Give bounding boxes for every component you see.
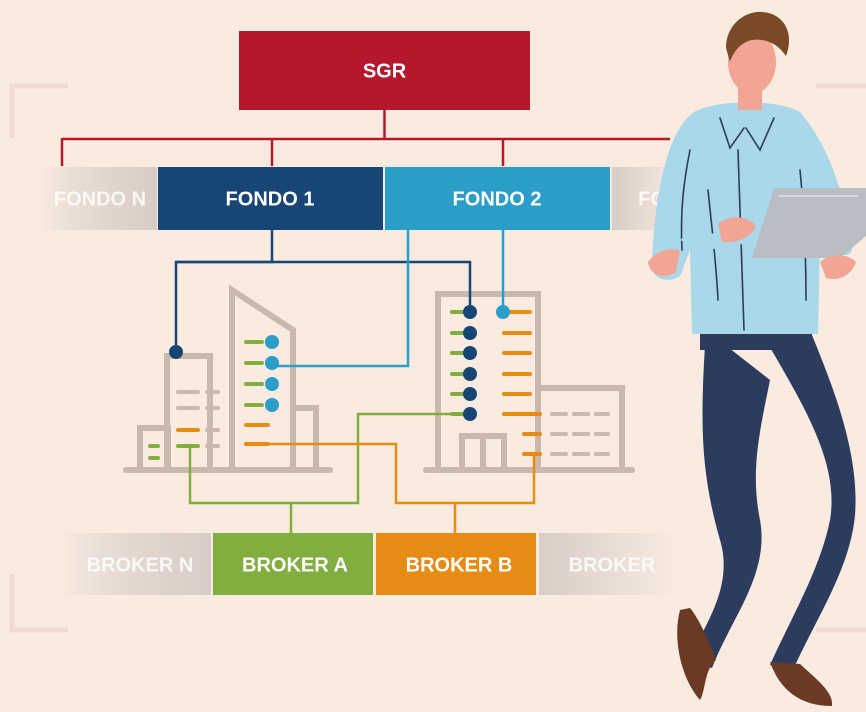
left-hand [718, 217, 756, 243]
fondo-2-box [385, 167, 610, 230]
fondo-1-box [158, 167, 383, 230]
man-with-tablet-illustration [648, 11, 866, 706]
broker-b-connections [268, 442, 536, 533]
broker-a-connections [188, 412, 462, 533]
broker-a-box [213, 533, 373, 595]
fondo-row: FONDO N FONDO 1 FONDO 2 FO [40, 167, 682, 230]
fondo-2-connections [272, 230, 505, 368]
broker-row: BROKER N BROKER A BROKER B BROKER [60, 533, 679, 595]
broker-a-node: BROKER A [213, 533, 373, 595]
office-building-icon [423, 291, 635, 473]
broker-a-label: BROKER A [242, 554, 348, 576]
fondo-n-node: FONDO N [40, 167, 157, 230]
broker-n-label: BROKER N [87, 554, 194, 576]
sgr-box [239, 31, 530, 110]
broker-n-node: BROKER N [60, 533, 211, 595]
fondo-2-label: FONDO 2 [453, 188, 542, 210]
broker-b-box [376, 533, 536, 595]
shirt [651, 102, 852, 334]
fondo-n-label: FONDO N [54, 188, 146, 210]
broker-next-node: BROKER [539, 533, 679, 595]
broker-b-node: BROKER B [376, 533, 536, 595]
hair [726, 11, 790, 62]
tablet [752, 188, 866, 258]
sgr-node: SGR [239, 31, 530, 110]
sgr-connectors [60, 110, 670, 166]
right-building-ports [450, 305, 542, 456]
right-shoe [770, 662, 833, 706]
right-leg [760, 330, 856, 672]
right-hand [820, 255, 856, 280]
left-shoe [677, 608, 716, 700]
frame-corner-bottom-left [9, 574, 68, 633]
left-building-ports [148, 335, 279, 460]
decorative-frame [9, 83, 866, 633]
fondo-1-label: FONDO 1 [226, 188, 315, 210]
fondo-2-node: FONDO 2 [385, 167, 610, 230]
sgr-label: SGR [363, 60, 407, 82]
broker-next-label: BROKER [569, 554, 656, 576]
frame-corner-top-left [9, 83, 68, 138]
fondo-1-node: FONDO 1 [158, 167, 383, 230]
office-building-icon [123, 284, 333, 473]
fondo-1-connections [174, 230, 472, 352]
left-leg [690, 330, 770, 668]
broker-b-label: BROKER B [406, 554, 513, 576]
